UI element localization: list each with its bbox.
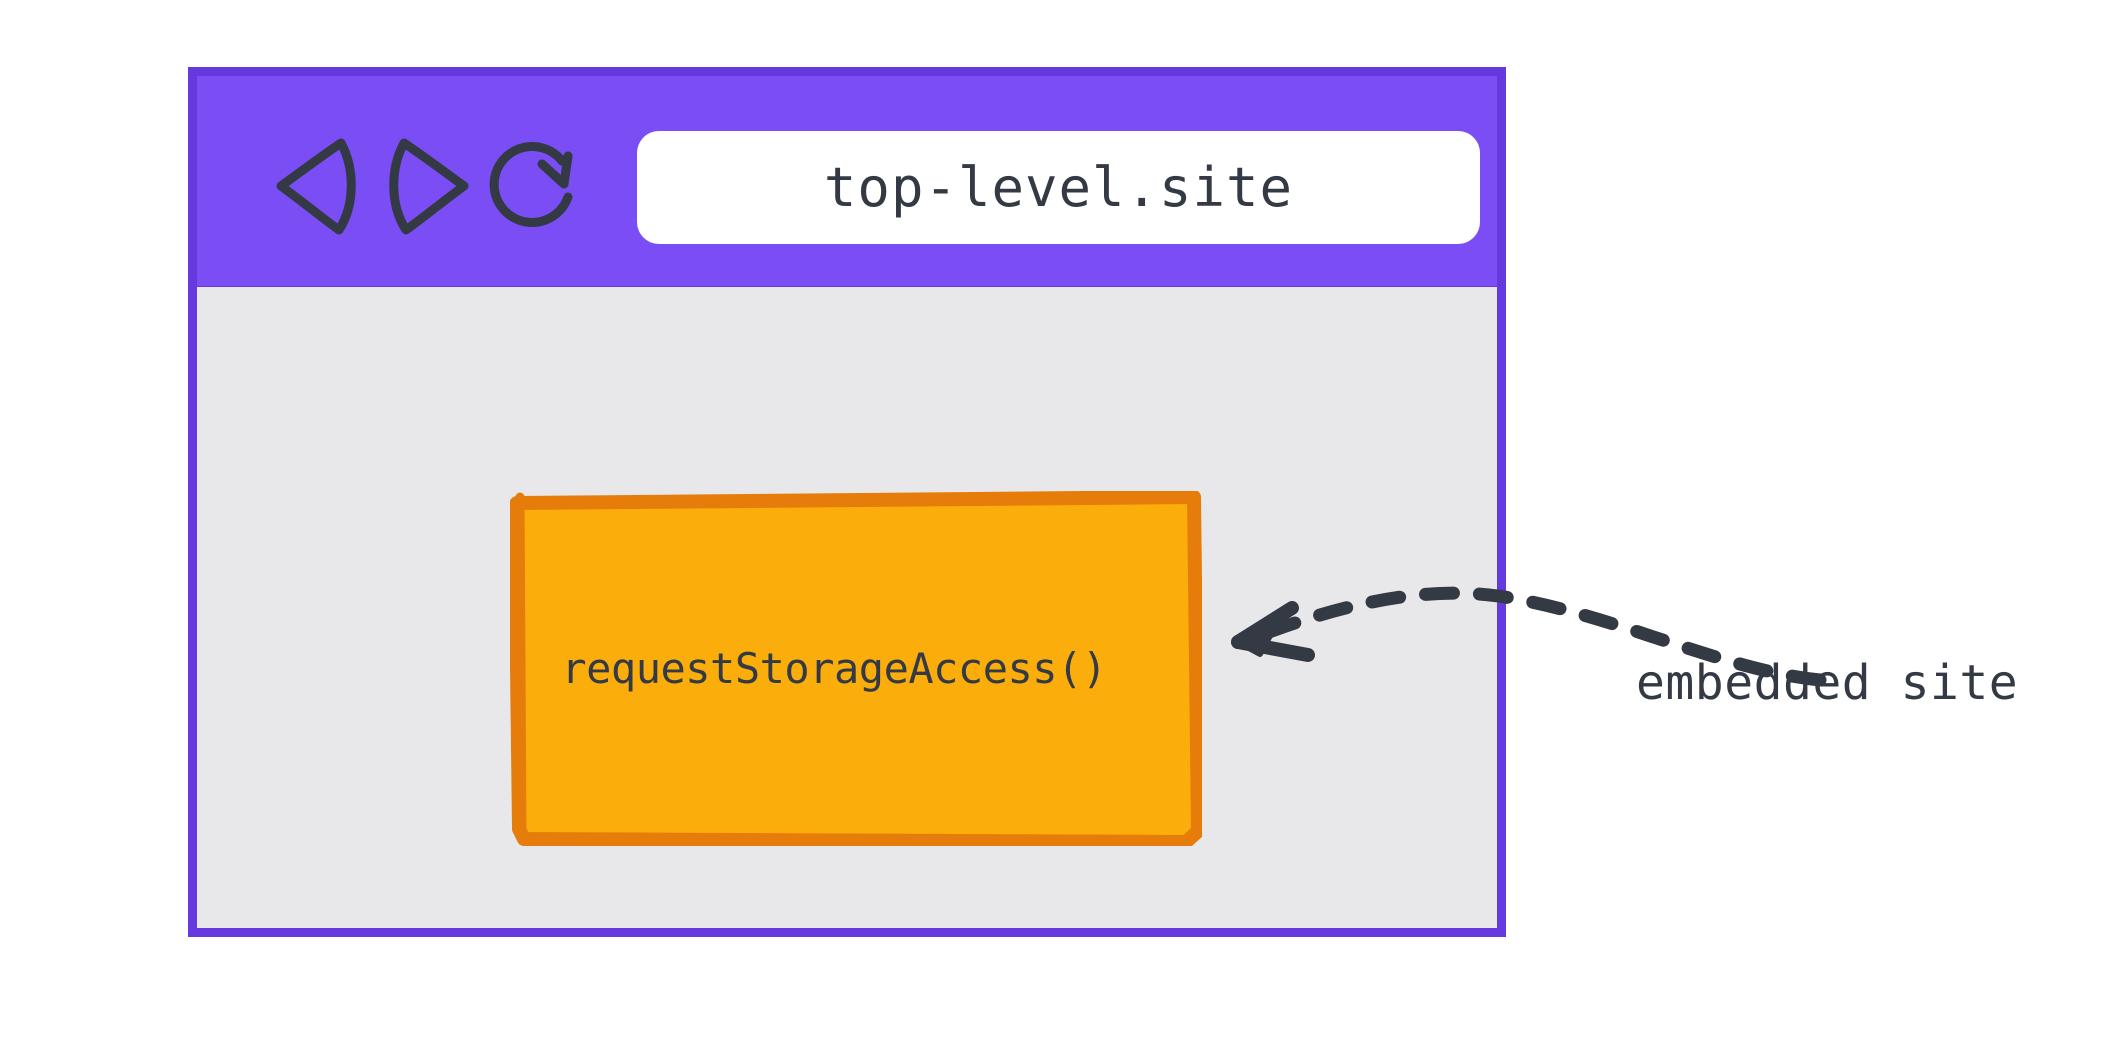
embedded-iframe-outline (510, 491, 1202, 846)
embedded-iframe-box[interactable]: requestStorageAccess() (510, 491, 1202, 846)
reload-icon[interactable] (484, 131, 584, 241)
forward-icon[interactable] (376, 131, 476, 241)
embedded-iframe-label: requestStorageAccess() (561, 644, 1107, 693)
back-icon[interactable] (269, 131, 369, 241)
browser-toolbar: top-level.site (188, 67, 1506, 295)
url-bar[interactable]: top-level.site (637, 131, 1480, 244)
annotation-label: embedded site (1636, 655, 2019, 711)
navigation-buttons (269, 131, 599, 241)
url-text: top-level.site (823, 156, 1294, 219)
